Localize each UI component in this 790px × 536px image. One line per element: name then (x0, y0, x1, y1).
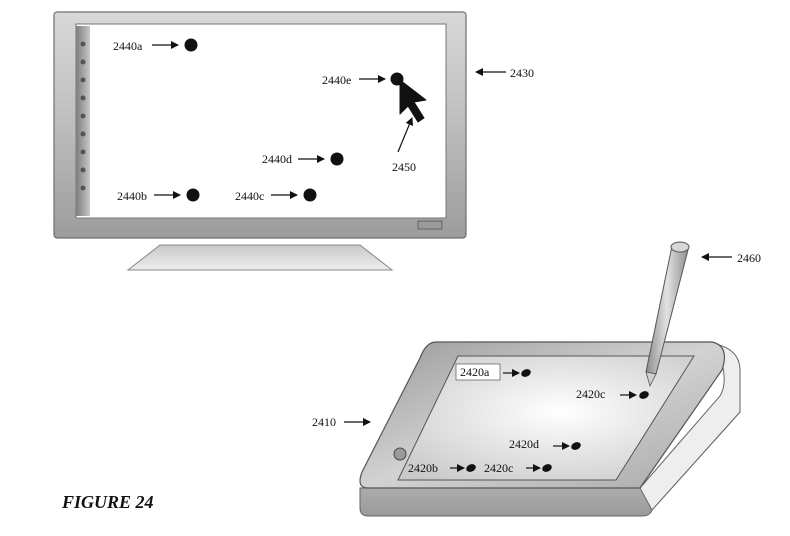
monitor-screen (75, 23, 447, 219)
display-point-label: 2440a (113, 39, 143, 53)
display-point-2440c: 2440c (235, 188, 317, 203)
monitor-stand (126, 244, 394, 271)
tablet-ref-label: 2410 (312, 415, 336, 429)
tablet-ref-callout: 2410 (312, 415, 371, 429)
display-point-2440e: 2440e (322, 72, 404, 87)
stylus-top (670, 241, 690, 253)
display-ref-callout: 2430 (475, 66, 534, 80)
stylus-ref-label: 2460 (737, 251, 761, 265)
stylus-ref-callout: 2460 (701, 251, 761, 265)
tablet-point-label: 2420d (509, 437, 539, 451)
tablet-point-2420c-upper: 2420c (576, 387, 649, 401)
tablet-point-label: 2420a (460, 365, 490, 379)
tablet-point-label: 2420b (408, 461, 438, 475)
display-point-label: 2440b (117, 189, 147, 203)
stylus-tip (645, 371, 657, 388)
tablet-point-label: 2420c (484, 461, 513, 475)
tablet-point-label: 2420c (576, 387, 605, 401)
monitor-left-strip (76, 26, 90, 216)
tablet-point-2420d: 2420d (509, 437, 581, 451)
stylus (645, 241, 690, 388)
tablet-point-2420a: 2420a (455, 363, 531, 381)
display-ref-label: 2430 (510, 66, 534, 80)
tablet-device (359, 341, 741, 517)
display-point-label: 2440c (235, 189, 264, 203)
display-point-label: 2440e (322, 73, 351, 87)
cursor-callout: 2450 (392, 117, 416, 174)
display-point-label: 2440d (262, 152, 292, 166)
monitor-power-button (417, 220, 443, 230)
monitor-strip-marks (80, 41, 86, 191)
tablet-point-2420c-lower: 2420c (484, 461, 552, 475)
display-point-2440b: 2440b (117, 188, 200, 203)
cursor-ref-label: 2450 (392, 160, 416, 174)
tablet-screen (397, 355, 695, 481)
display-point-2440d: 2440d (262, 152, 344, 166)
cursor-arrow-icon (399, 79, 427, 123)
display-point-2440a: 2440a (113, 38, 198, 53)
figure-title: FIGURE 24 (62, 492, 154, 512)
tablet-point-2420b: 2420b (408, 461, 476, 475)
tablet-home-button (393, 447, 407, 461)
display-monitor (53, 11, 467, 271)
